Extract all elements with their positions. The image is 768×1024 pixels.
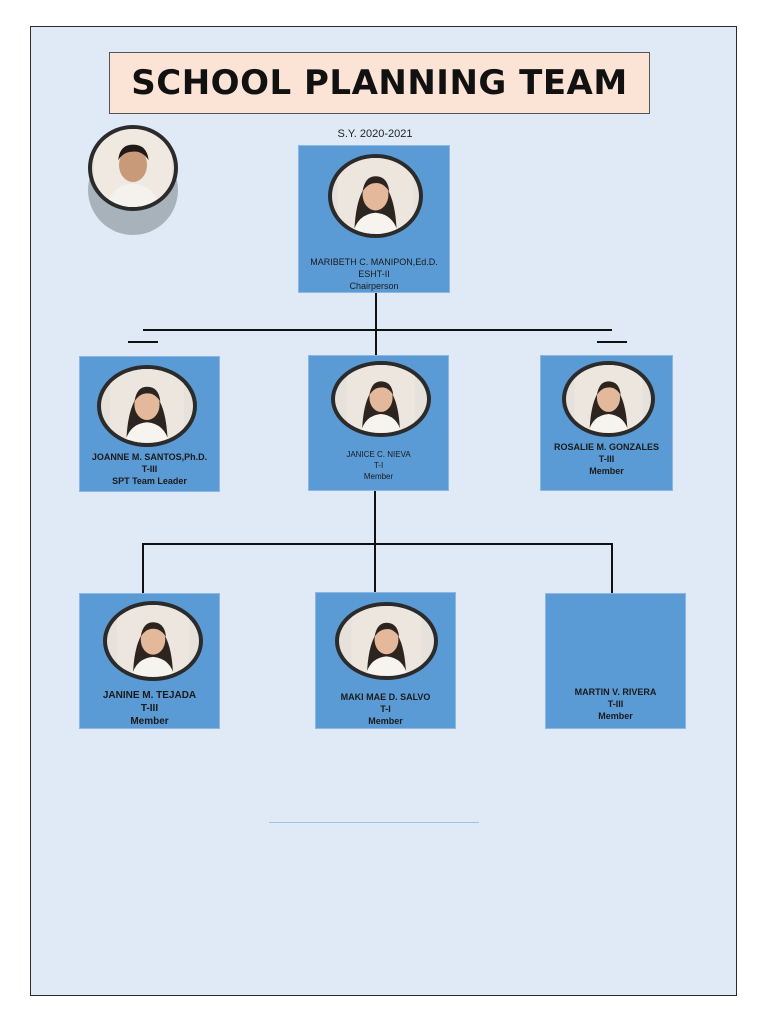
person-photo-icon [332,158,419,234]
member-photo [328,154,423,238]
member-role: Member [589,466,624,476]
member-info: JOANNE M. SANTOS,Ph.D. T-III SPT Team Le… [80,451,219,487]
connector-line [143,329,612,331]
person-photo-icon [335,365,427,433]
member-position: T-III [141,464,158,474]
member-photo [335,602,438,680]
school-year: S.Y. 2020-2021 [337,128,413,140]
member-photo [97,365,197,447]
member-position: T-III [598,454,615,464]
chairperson-card: MARIBETH C. MANIPON,Ed.D. ESHT-II Chairp… [298,145,450,293]
page-title: SCHOOL PLANNING TEAM [131,63,628,103]
member-info: JANICE C. NIEVA T-I Member [309,449,448,482]
member-name: MAKI MAE D. SALVO [340,692,431,702]
member-position: T-I [380,704,391,714]
member-position: T-III [140,703,159,714]
connector-line [611,543,613,593]
member-card: JANICE C. NIEVA T-I Member [308,355,449,491]
connector-line [142,543,144,593]
member-position: T-III [607,699,624,709]
member-info: MARIBETH C. MANIPON,Ed.D. ESHT-II Chairp… [299,256,449,292]
connector-line [597,341,627,343]
member-card: ROSALIE M. GONZALES T-III Member [540,355,673,491]
person-photo-icon [101,369,193,443]
connector-line [374,490,376,592]
connector-line [128,341,158,343]
member-photo [88,125,178,211]
member-photo [103,601,203,681]
connector-line [142,543,612,545]
person-photo-icon [566,365,651,433]
member-name: MARIBETH C. MANIPON,Ed.D. [310,257,438,267]
member-name: MARTIN V. RIVERA [574,687,657,697]
member-position: ESHT-II [358,269,390,279]
member-info: MARTIN V. RIVERA T-III Member [546,686,685,722]
member-role: Chairperson [349,281,399,291]
member-role: Member [598,711,633,721]
person-photo-icon [107,605,199,677]
member-name: ROSALIE M. GONZALES [553,442,659,452]
floating-photo [88,125,178,235]
member-photo [331,361,431,437]
member-card: MAKI MAE D. SALVO T-I Member [315,592,456,729]
member-info: MAKI MAE D. SALVO T-I Member [316,691,455,727]
connector-line [375,292,377,355]
member-role: Member [368,716,403,726]
member-card: JANINE M. TEJADA T-III Member [79,593,220,729]
member-photo [562,361,655,437]
person-photo-icon [92,129,174,207]
member-name: JANINE M. TEJADA [102,690,197,701]
member-role: SPT Team Leader [112,476,187,486]
title-box: SCHOOL PLANNING TEAM [109,52,650,114]
member-card: JOANNE M. SANTOS,Ph.D. T-III SPT Team Le… [79,356,220,492]
member-info: JANINE M. TEJADA T-III Member [80,689,219,728]
footer-divider [269,822,479,823]
member-card: MARTIN V. RIVERA T-III Member [545,593,686,729]
member-name: JOANNE M. SANTOS,Ph.D. [91,452,208,462]
member-position: T-I [373,461,384,470]
member-name: JANICE C. NIEVA [346,450,411,459]
member-role: Member [363,472,394,481]
member-info: ROSALIE M. GONZALES T-III Member [541,441,672,477]
person-photo-icon [339,606,434,676]
member-role: Member [130,716,169,727]
